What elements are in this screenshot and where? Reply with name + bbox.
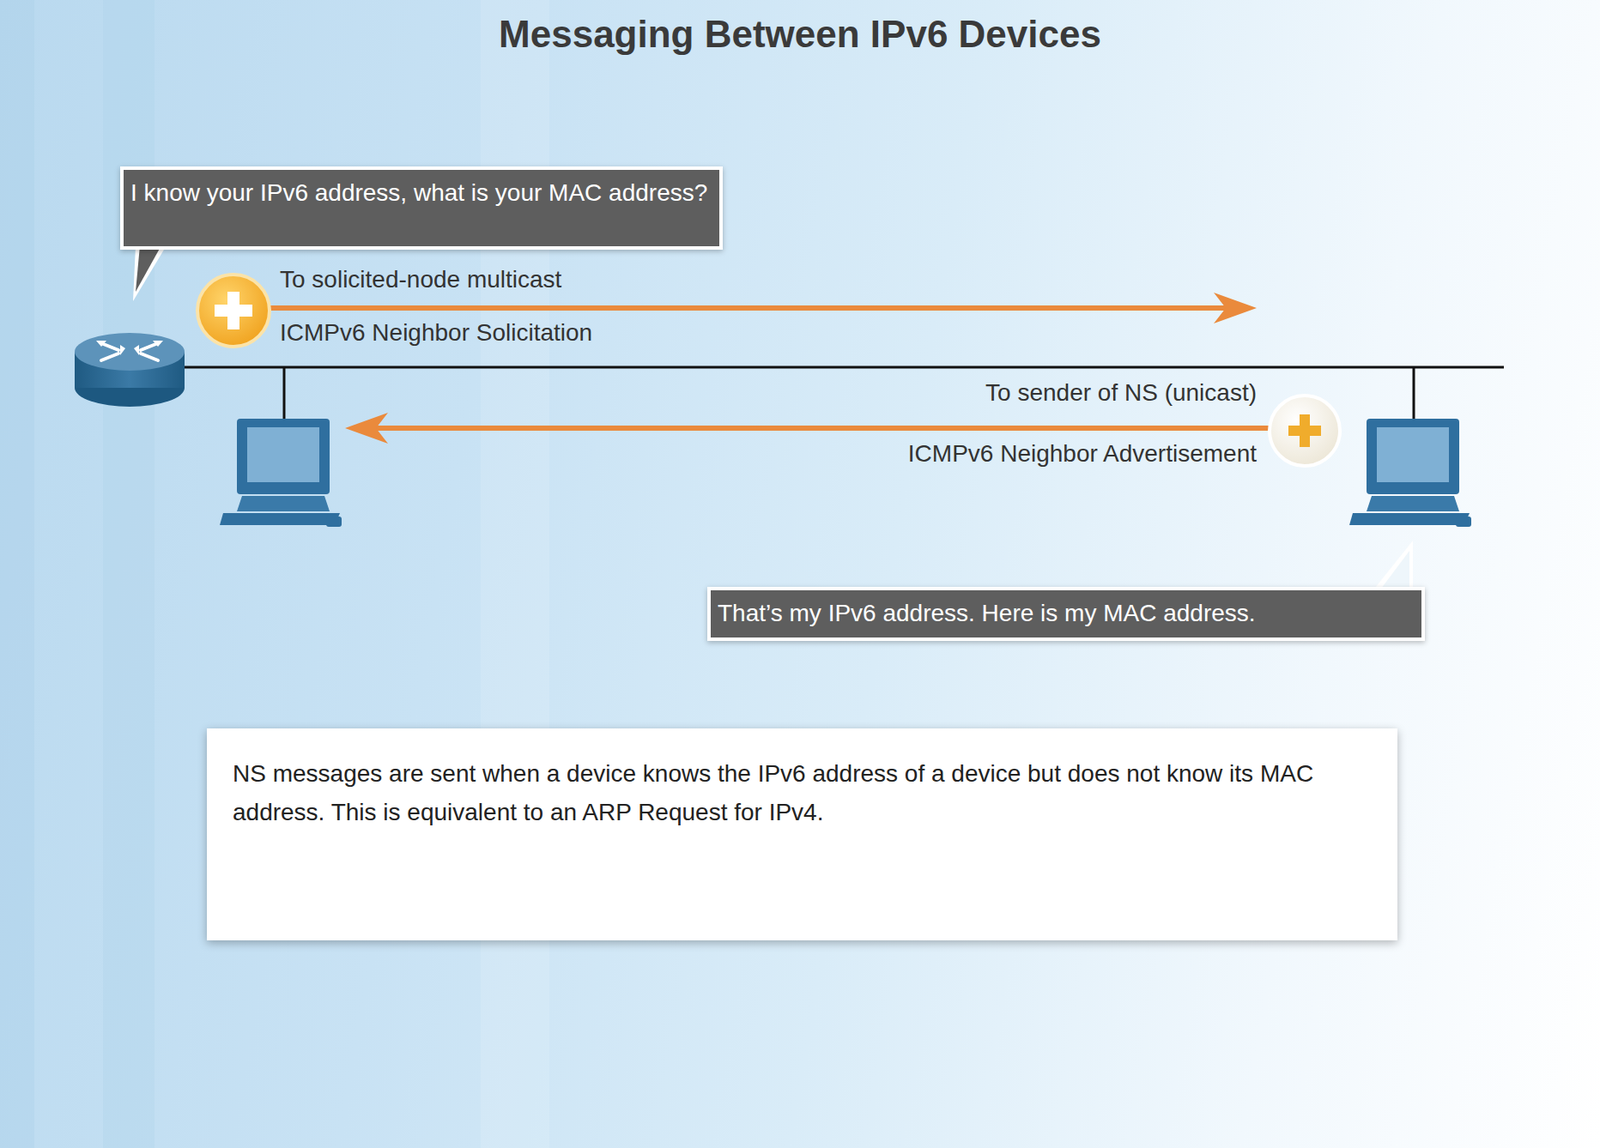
node-text: NS messages are sent when a device knows… bbox=[232, 754, 1372, 832]
arrow-label: To sender of NS (unicast) bbox=[985, 378, 1257, 408]
arrow-label: ICMPv6 Neighbor Solicitation bbox=[279, 318, 593, 348]
speech-callout: I know your IPv6 address, what is your M… bbox=[120, 166, 723, 250]
drop-line bbox=[283, 367, 286, 421]
node-text: That’s my IPv6 address. Here is my MAC a… bbox=[717, 597, 1415, 630]
plus-button bbox=[197, 274, 270, 347]
callout-tail bbox=[135, 245, 162, 292]
info-box: NS messages are sent when a device knows… bbox=[206, 728, 1398, 941]
arrow-label: To solicited-node multicast bbox=[279, 265, 562, 295]
pc-icon bbox=[1349, 418, 1472, 528]
callout-tail bbox=[1378, 551, 1410, 593]
callout-tail bbox=[1371, 540, 1413, 593]
router-icon bbox=[74, 333, 185, 407]
message-arrow bbox=[374, 425, 1288, 431]
arrowhead bbox=[1213, 292, 1257, 324]
plus-button bbox=[1269, 395, 1340, 467]
callout-tail bbox=[133, 245, 167, 302]
speech-callout: That’s my IPv6 address. Here is my MAC a… bbox=[707, 587, 1425, 642]
arrow-label: ICMPv6 Neighbor Advertisement bbox=[908, 439, 1257, 469]
message-arrow bbox=[233, 305, 1228, 311]
diagram-title: Messaging Between IPv6 Devices bbox=[0, 10, 1600, 59]
pc-icon bbox=[219, 418, 342, 528]
background-band bbox=[0, 0, 35, 1148]
node-text: I know your IPv6 address, what is your M… bbox=[130, 176, 713, 209]
drop-line bbox=[1412, 367, 1416, 421]
network-bus bbox=[180, 366, 1504, 370]
arrowhead bbox=[345, 412, 388, 444]
